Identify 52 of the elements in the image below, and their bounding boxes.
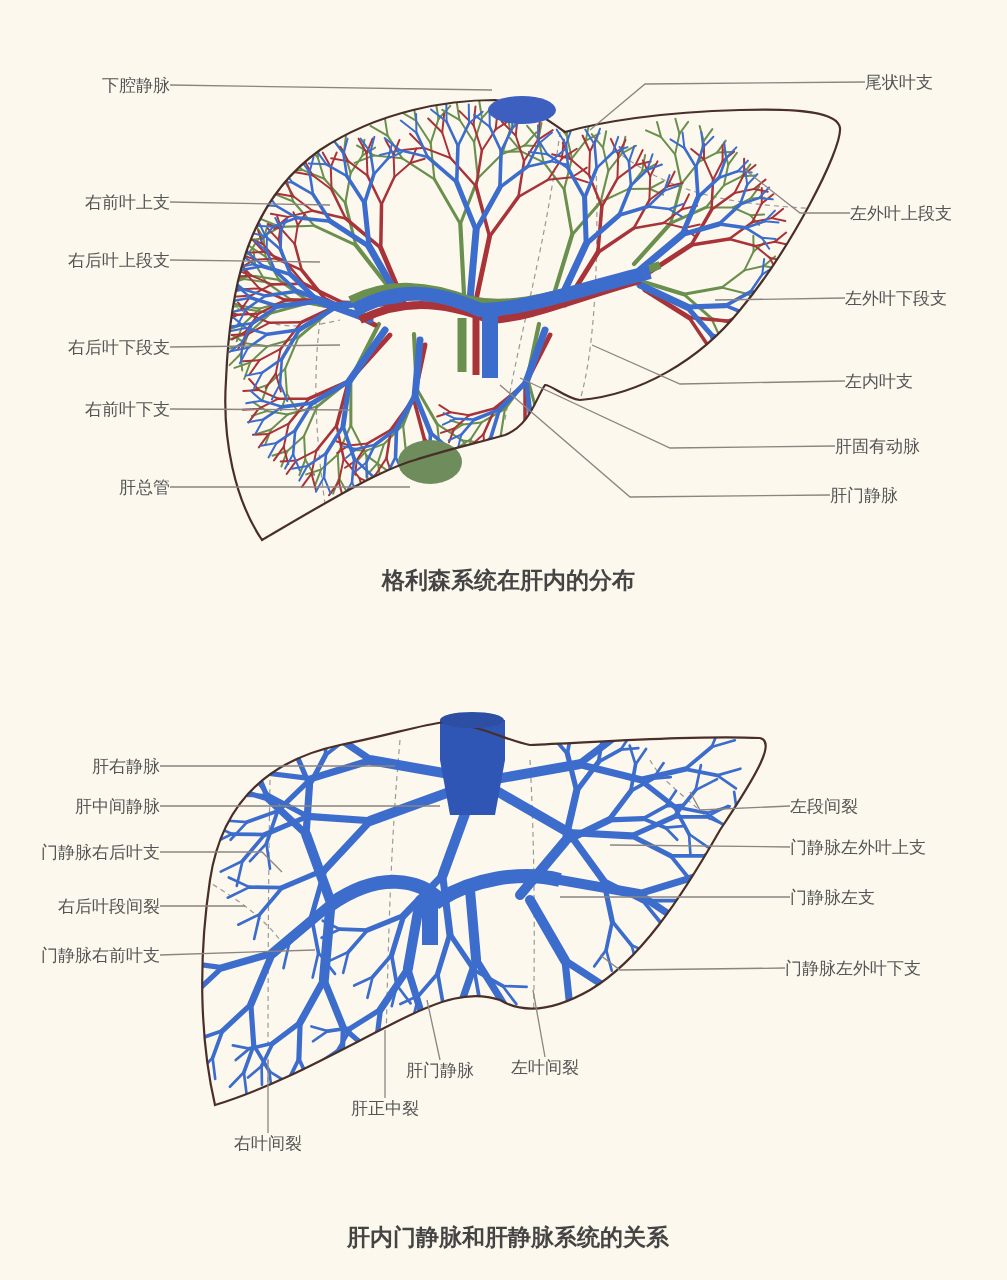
leader-line <box>609 844 791 848</box>
leader-line <box>169 201 331 206</box>
leader-line <box>744 169 851 214</box>
leader-line <box>267 1059 269 1134</box>
leader-line <box>589 81 866 131</box>
callout-label: 左外叶上段支 <box>850 203 952 223</box>
leader-line <box>599 954 786 971</box>
callout-label: 门静脉左支 <box>790 887 875 907</box>
leader-line <box>559 896 791 898</box>
callout-label: 肝中间静脉 <box>75 796 160 816</box>
callout-label: 肝正中裂 <box>351 1098 419 1118</box>
leader-line <box>159 905 246 907</box>
leader-line <box>169 486 411 488</box>
callout-label: 肝总管 <box>119 477 170 497</box>
leader-line <box>519 377 836 449</box>
leader-line <box>169 259 321 263</box>
callout-label: 肝固有动脉 <box>835 436 920 456</box>
leader-line <box>591 344 846 385</box>
callout-label: 左内叶支 <box>845 371 913 391</box>
callout-label: 右后叶上段支 <box>68 250 170 270</box>
leader-line <box>499 384 831 498</box>
callout-label: 肝门静脉 <box>830 485 898 505</box>
callout-label: 左叶间裂 <box>511 1057 579 1077</box>
callout-label: 尾状叶支 <box>865 72 933 92</box>
callout-label: 门静脉左外叶上支 <box>790 837 926 857</box>
callout-label: 右前叶上支 <box>85 192 170 212</box>
leader-line <box>384 1029 386 1099</box>
callout-label: 右后叶下段支 <box>68 337 170 357</box>
callout-label: 门静脉左外叶下支 <box>785 958 921 978</box>
callout-label: 左段间裂 <box>790 796 858 816</box>
leader-line <box>159 765 396 767</box>
leader-line <box>169 344 341 348</box>
callout-label: 右叶间裂 <box>234 1133 302 1153</box>
callout-label: 门静脉右后叶支 <box>41 842 160 862</box>
leader-line <box>159 805 441 807</box>
callout-label: 左外叶下段支 <box>845 288 947 308</box>
leader-line <box>532 989 546 1058</box>
callout-label: 右前叶下支 <box>85 399 170 419</box>
figure-title: 肝内门静脉和肝静脉系统的关系 <box>347 1223 669 1252</box>
callout-label: 右后叶段间裂 <box>58 896 160 916</box>
leader-line <box>714 297 846 301</box>
leader-line <box>159 851 283 873</box>
leader-line <box>426 999 441 1061</box>
callout-label: 肝右静脉 <box>92 756 160 776</box>
leader-line <box>159 949 316 956</box>
leader-line <box>169 84 493 91</box>
callout-label: 肝门静脉 <box>406 1060 474 1080</box>
callout-label: 门静脉右前叶支 <box>41 945 160 965</box>
callout-label: 下腔静脉 <box>102 75 170 95</box>
figure-title: 格利森系统在肝内的分布 <box>381 566 635 595</box>
leader-line <box>169 408 351 411</box>
leader-line <box>689 791 791 811</box>
